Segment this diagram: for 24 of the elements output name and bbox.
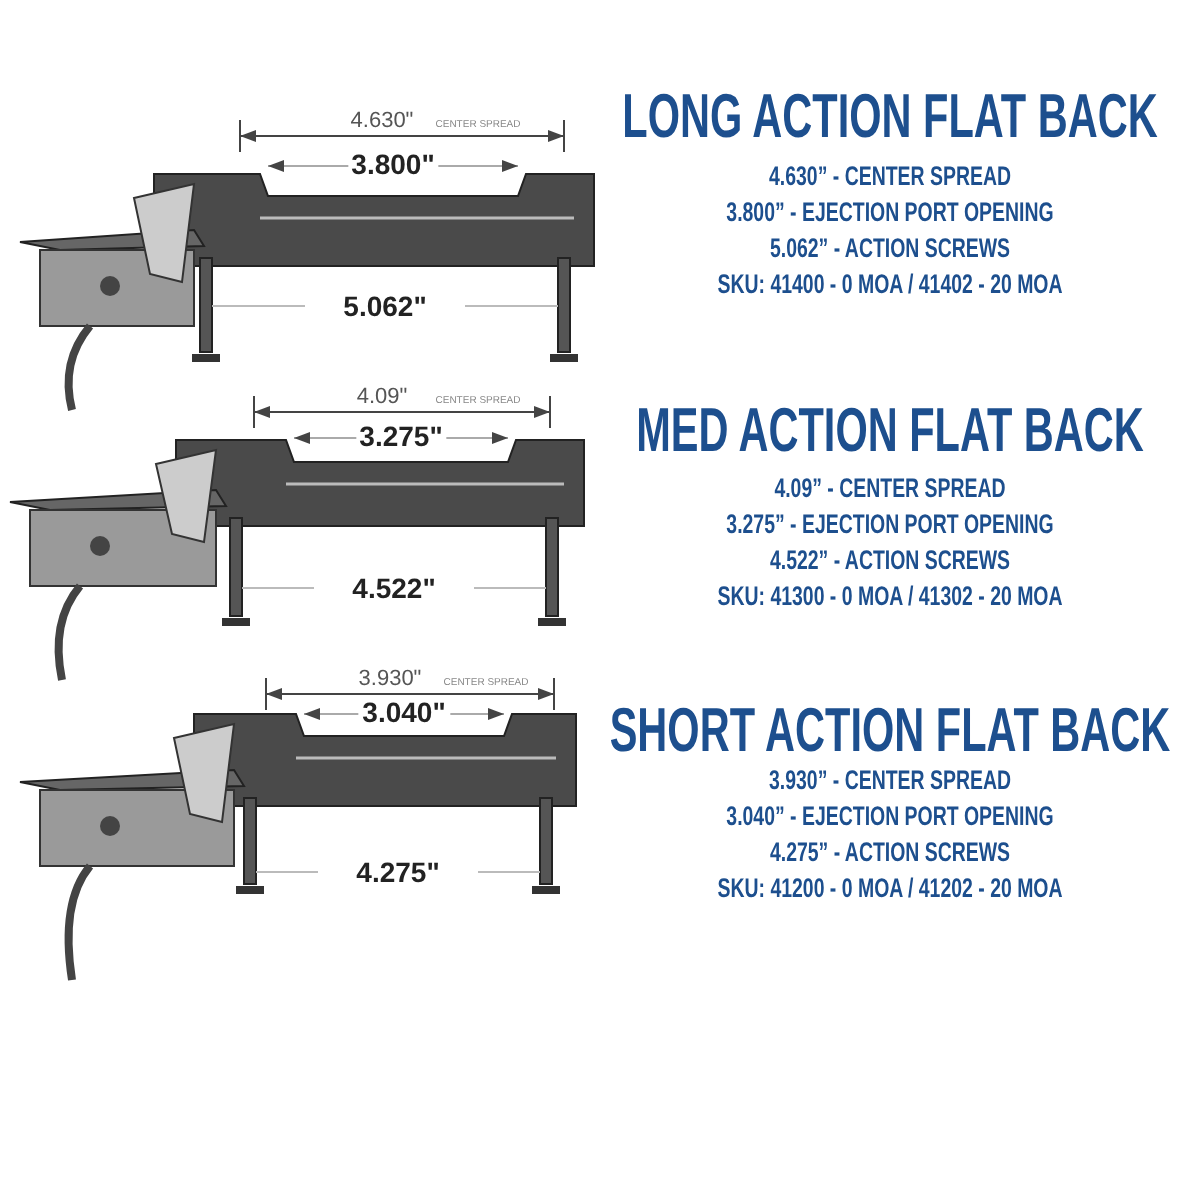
dimension-label: 4.522": [352, 574, 436, 602]
spec-line: 3.040” - EJECTION PORT OPENING: [726, 802, 1054, 830]
spec-line: 4.09” - CENTER SPREAD: [774, 474, 1006, 502]
spec-line: 4.522” - ACTION SCREWS: [769, 546, 1011, 574]
dimension-label: 4.09": [352, 387, 412, 409]
dimension-label: 3.800": [347, 150, 439, 178]
spec-line: 3.930” - CENTER SPREAD: [769, 766, 1011, 794]
dimension-label: 4.275": [356, 858, 440, 886]
dimension-label: 3.275": [355, 422, 447, 450]
section-heading: MED ACTION FLAT BACK: [636, 399, 1144, 461]
dimension-label: 4.630": [346, 111, 418, 133]
dimension-label: 3.930": [354, 669, 426, 691]
spec-line: 3.800” - EJECTION PORT OPENING: [726, 198, 1054, 226]
spec-line: 5.062” - ACTION SCREWS: [769, 234, 1011, 262]
section-heading: SHORT ACTION FLAT BACK: [609, 699, 1171, 761]
section-heading: LONG ACTION FLAT BACK: [622, 85, 1158, 147]
spec-line: SKU: 41200 - 0 MOA / 41202 - 20 MOA: [717, 874, 1063, 902]
dimension-label: 5.062": [343, 292, 427, 320]
spec-line: 4.630” - CENTER SPREAD: [769, 162, 1011, 190]
spec-line: SKU: 41400 - 0 MOA / 41402 - 20 MOA: [717, 270, 1063, 298]
spec-line: 3.275” - EJECTION PORT OPENING: [726, 510, 1054, 538]
spec-line: SKU: 41300 - 0 MOA / 41302 - 20 MOA: [717, 582, 1063, 610]
dimension-label: 3.040": [358, 698, 450, 726]
spec-line: 4.275” - ACTION SCREWS: [769, 838, 1011, 866]
